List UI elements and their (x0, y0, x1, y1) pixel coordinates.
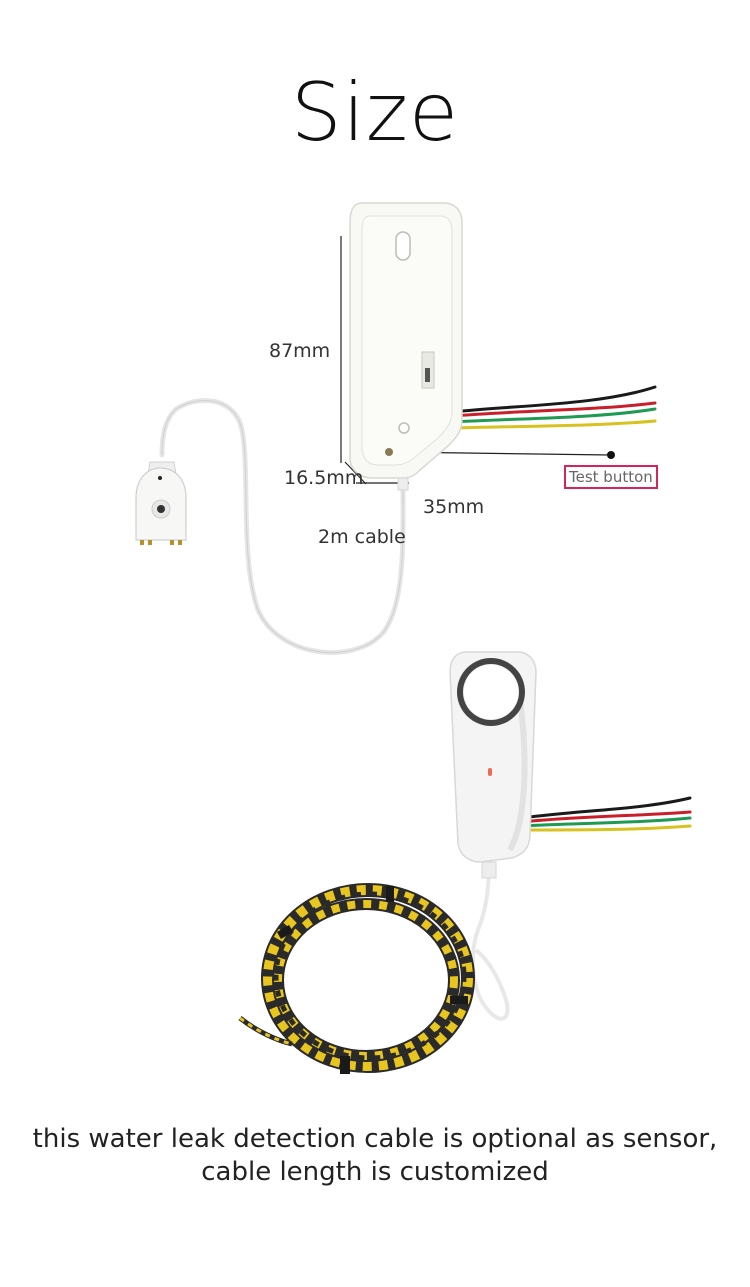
cable-length-label: 2m cable (318, 526, 406, 548)
sensor-probe-icon (135, 461, 187, 545)
sensing-cable-coil-icon (238, 883, 475, 1074)
caption-line-1: this water leak detection cable is optio… (32, 1124, 718, 1154)
caption-line-2: cable length is customized (201, 1157, 549, 1187)
alarm-wires (520, 796, 692, 832)
page-title: Size (290, 66, 460, 159)
test-button-callout: Test button (564, 465, 658, 489)
detector-back-icon (349, 202, 463, 491)
caption: this water leak detection cable is optio… (0, 1123, 750, 1189)
alarm-unit-icon (449, 651, 537, 879)
dimension-thickness-label: 16.5mm (284, 467, 364, 489)
detector-wires (450, 385, 657, 430)
dimension-height-label: 87mm (269, 340, 331, 362)
dimension-width-label: 35mm (423, 496, 485, 518)
